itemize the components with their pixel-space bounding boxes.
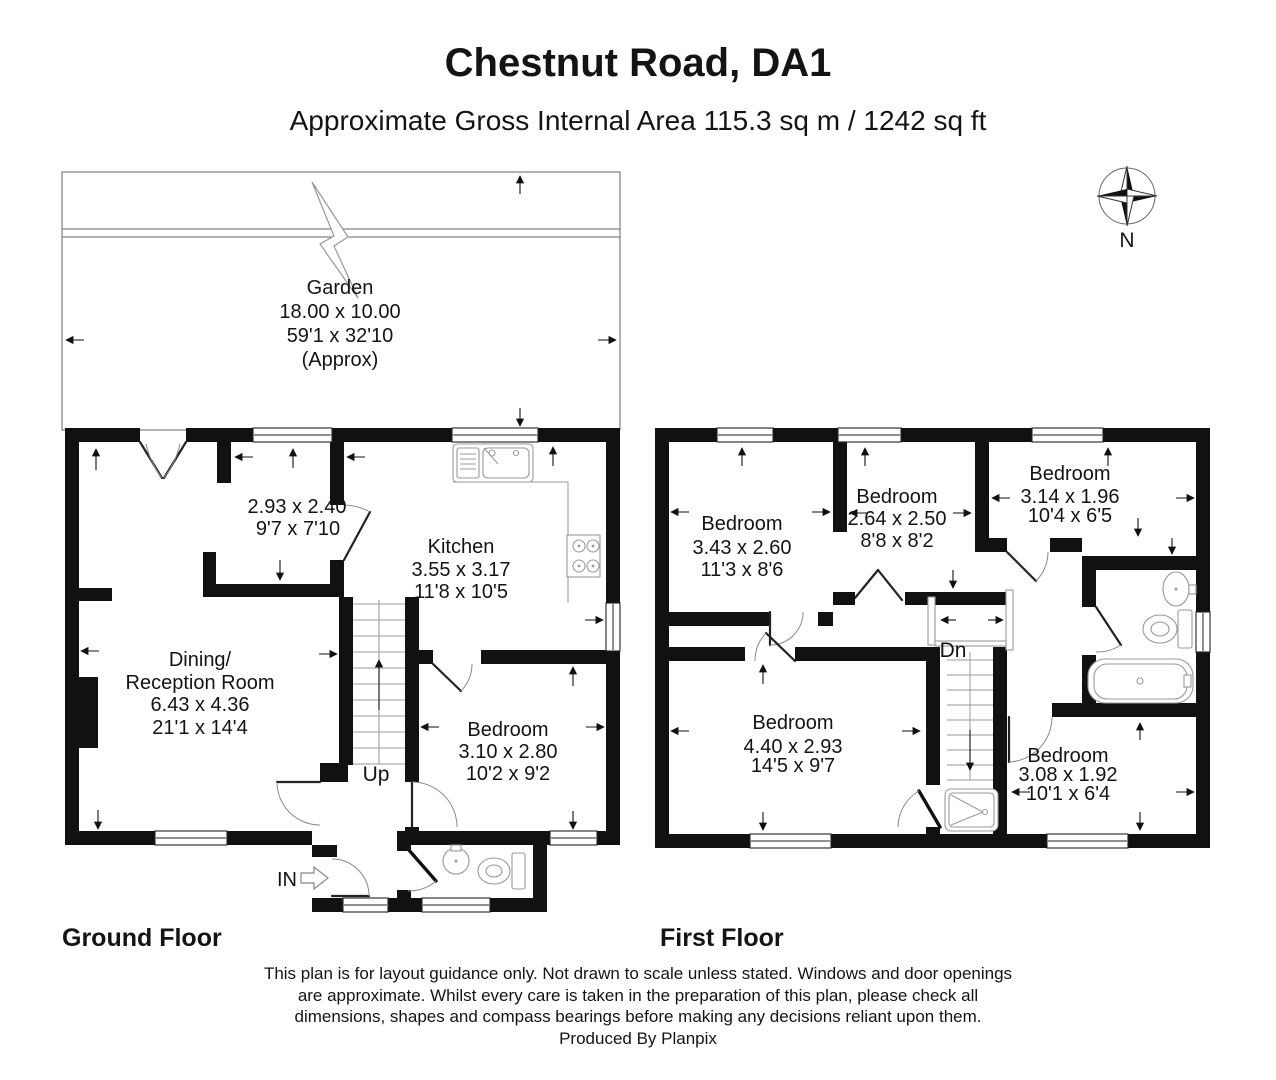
disclaimer-line4: Produced By Planpix	[559, 1029, 717, 1048]
disclaimer-line1: This plan is for layout guidance only. N…	[264, 964, 1012, 983]
disclaimer-line2: are approximate. Whilst every care is ta…	[298, 986, 978, 1005]
garden-note: (Approx)	[302, 349, 379, 371]
gf-stairs-label: Up	[363, 763, 390, 786]
dining-imperial: 21'1 x 14'4	[152, 717, 248, 739]
ff-bedroom1-metric: 3.43 x 2.60	[693, 537, 792, 559]
ground-floor-labels: 2.93 x 2.40 9'7 x 7'10 Kitchen 3.55 x 3.…	[62, 496, 557, 952]
ground-floor-walls	[65, 428, 620, 912]
ff-stairs-label: Dn	[940, 639, 967, 662]
page-title: Chestnut Road, DA1	[445, 41, 832, 85]
gf-bedroom-metric: 3.10 x 2.80	[459, 741, 558, 763]
ff-bedroom2-metric: 2.64 x 2.50	[848, 508, 947, 530]
ff-bedroom3-name: Bedroom	[1029, 463, 1110, 485]
kitchen-sink-icon	[452, 443, 534, 483]
garden-metric: 18.00 x 10.00	[279, 301, 400, 323]
kitchen-metric: 3.55 x 3.17	[412, 559, 511, 581]
entrance-marker: IN	[277, 865, 329, 891]
bathtub-icon	[1087, 658, 1194, 704]
dining-name-line2: Reception Room	[126, 672, 275, 694]
garden-area: Garden 18.00 x 10.00 59'1 x 32'10 (Appro…	[61, 171, 621, 431]
ff-bedroom1-name: Bedroom	[701, 513, 782, 535]
ground-floor-title: Ground Floor	[62, 924, 222, 952]
ff-bedroom3-imperial: 10'4 x 6'5	[1028, 505, 1112, 527]
ff-bedroom2-name: Bedroom	[856, 486, 937, 508]
garden-imperial: 59'1 x 32'10	[287, 325, 394, 347]
dining-name-line1: Dining/	[169, 649, 232, 671]
hob-icon	[566, 534, 601, 578]
ground-floor-stairs	[353, 600, 405, 765]
entrance-label: IN	[277, 869, 297, 891]
shower-icon	[944, 788, 999, 832]
first-floor-stairs	[927, 589, 1014, 781]
kitchen-imperial: 11'8 x 10'5	[414, 581, 508, 603]
first-floor-labels: Bedroom 3.43 x 2.60 11'3 x 8'6 Bedroom 2…	[660, 463, 1119, 952]
kitchen-fixtures	[452, 443, 601, 603]
first-floor-title: First Floor	[660, 924, 784, 952]
ff-bedroom4-name: Bedroom	[752, 712, 833, 734]
toilet-icon	[1142, 609, 1193, 649]
french-doors	[138, 440, 188, 480]
sink-icon	[1162, 571, 1197, 607]
first-floor-doors	[754, 550, 1123, 829]
ff-bedroom5-name: Bedroom	[1027, 745, 1108, 767]
dining-metric: 6.43 x 4.36	[151, 694, 250, 716]
entrance-arrow-icon	[300, 865, 329, 891]
ff-bedroom4-imperial: 14'5 x 9'7	[751, 755, 835, 777]
ff-bedroom3-metric: 3.14 x 1.96	[1021, 486, 1120, 508]
gf-bedroom-name: Bedroom	[467, 719, 548, 741]
ff-bedroom1-imperial: 11'3 x 8'6	[701, 559, 784, 581]
ground-floor-doors	[138, 440, 473, 898]
ground-floor-bathroom	[442, 844, 526, 890]
ff-bedroom2-imperial: 8'8 x 8'2	[860, 530, 933, 552]
first-floor-bathroom	[944, 571, 1197, 832]
garden-name: Garden	[307, 277, 374, 299]
ff-bedroom5-imperial: 10'1 x 6'4	[1026, 783, 1110, 805]
sink-icon	[442, 844, 470, 875]
disclaimer-line3: dimensions, shapes and compass bearings …	[294, 1007, 981, 1026]
toilet-icon	[477, 852, 526, 890]
ground-floor-windows	[154, 427, 621, 913]
kitchen-name: Kitchen	[428, 536, 495, 558]
front-room-imperial: 9'7 x 7'10	[256, 518, 340, 540]
fence-break-symbol	[311, 181, 359, 299]
first-floor-windows	[716, 427, 1211, 849]
compass-rose-icon: N	[1096, 165, 1158, 252]
first-floor-walls	[655, 428, 1210, 848]
gf-bedroom-imperial: 10'2 x 9'2	[466, 763, 550, 785]
disclaimer: This plan is for layout guidance only. N…	[264, 964, 1012, 1048]
ff-bedroom4-metric: 4.40 x 2.93	[744, 736, 843, 758]
compass-north-label: N	[1119, 229, 1134, 252]
dimension-arrows	[65, 175, 1195, 831]
front-room-metric: 2.93 x 2.40	[248, 496, 347, 518]
page-subtitle: Approximate Gross Internal Area 115.3 sq…	[290, 105, 987, 136]
ff-bedroom5-metric: 3.08 x 1.92	[1019, 764, 1118, 786]
